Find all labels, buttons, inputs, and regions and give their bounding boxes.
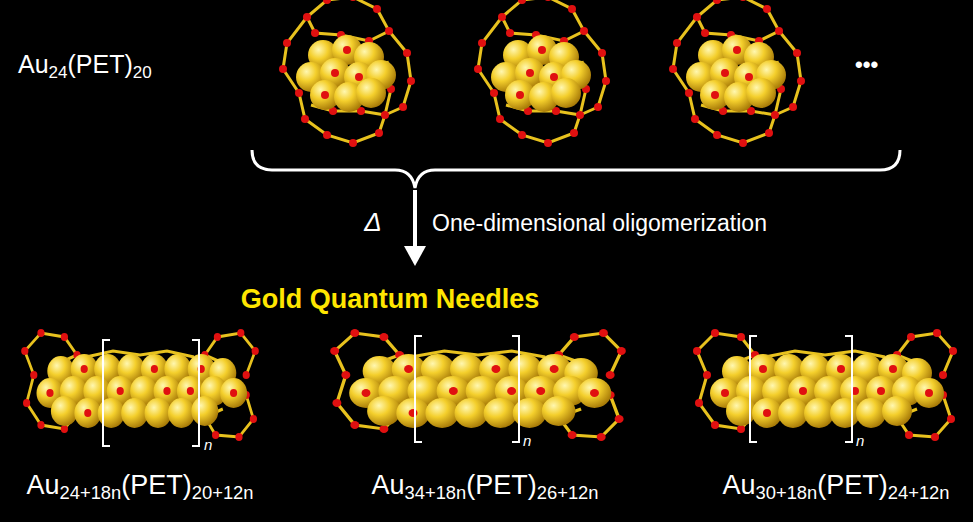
- ellipsis: •••: [855, 52, 878, 77]
- repeat-index: n: [856, 432, 864, 449]
- curly-brace: [252, 150, 900, 188]
- needle-cluster: [693, 329, 957, 441]
- repeat-index: n: [523, 432, 531, 449]
- subscript: 24: [49, 63, 68, 82]
- formula-label: Au34+18n(PET)26+12n: [371, 470, 598, 501]
- heat-symbol: Δ: [364, 208, 381, 238]
- repeat-brackets: [103, 336, 852, 446]
- needle-cluster: [21, 329, 259, 441]
- subscript: 24+12n: [888, 482, 950, 503]
- reaction-arrow: [413, 190, 417, 248]
- subscript: 20+12n: [192, 482, 254, 503]
- au24-cluster: [669, 0, 805, 147]
- formula-label: Au30+18n(PET)24+12n: [722, 470, 949, 501]
- formula-label: Au24+18n(PET)20+12n: [26, 470, 253, 501]
- au24-cluster: [279, 0, 415, 147]
- arrow-head: [404, 246, 426, 266]
- formula-label: Au24(PET)20: [18, 50, 152, 79]
- subscript: 34+18n: [404, 482, 466, 503]
- process-label: One-dimensional oligomerization: [432, 210, 767, 236]
- needle-cluster: [330, 329, 626, 441]
- repeat-index: n: [204, 436, 212, 453]
- subscript: 26+12n: [537, 482, 599, 503]
- title-text: Gold Quantum Needles: [241, 284, 540, 315]
- subscript: 24+18n: [59, 482, 121, 503]
- au24-cluster: [474, 0, 610, 147]
- subscript: 20: [133, 63, 152, 82]
- subscript: 30+18n: [755, 482, 817, 503]
